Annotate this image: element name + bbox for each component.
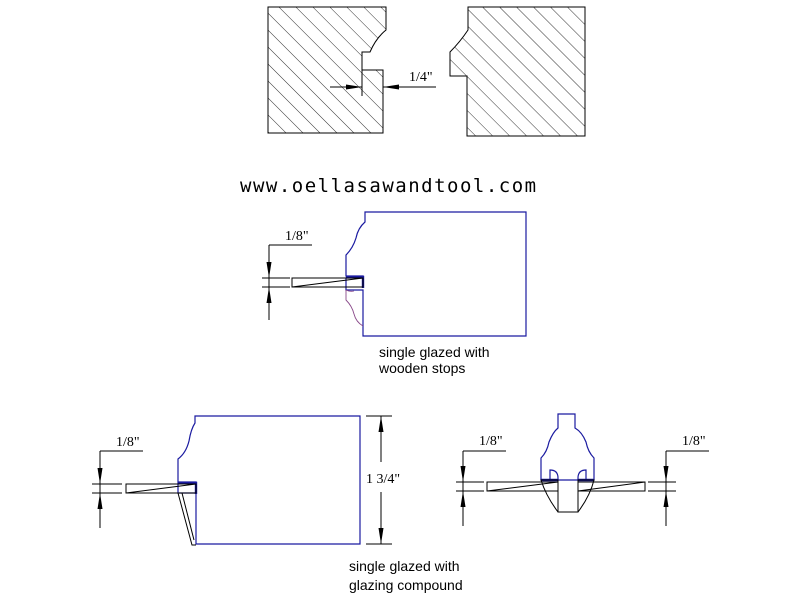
- middle-caption-line1: single glazed with: [379, 344, 490, 360]
- bottom-right-left-label: 1/8": [479, 434, 503, 449]
- quarter-inch-dimension: 1/4": [330, 70, 436, 96]
- bottom-left-glass-pane: [125, 483, 197, 494]
- bottom-right-detail: 1/8" 1/8": [456, 413, 709, 526]
- glazing-compound: [177, 492, 196, 546]
- bottom-left-caption-line1: single glazed with: [349, 558, 460, 574]
- bottom-right-glass-left: [486, 481, 559, 492]
- middle-caption-line2: wooden stops: [378, 360, 465, 376]
- height-label: 1 3/4": [366, 472, 400, 487]
- bottom-right-left-dimension: 1/8": [456, 434, 506, 526]
- muntin-bottom-profile: [540, 479, 595, 513]
- bottom-left-eighth-inch-dimension: 1/8": [92, 435, 143, 528]
- height-dimension: 1 3/4": [366, 415, 400, 545]
- quarter-inch-label: 1/4": [409, 70, 433, 85]
- bottom-right-glass-right: [577, 481, 646, 492]
- bottom-left-sash-outline: [177, 415, 361, 545]
- middle-eighth-inch-label: 1/8": [285, 229, 309, 244]
- top-detail: 1/4": [267, 6, 586, 137]
- bottom-left-caption-line2: glazing compound: [349, 577, 463, 593]
- middle-sash-outline: [345, 211, 527, 337]
- bottom-left-detail: 1/8" 1 3/4" single glazed with glazing c…: [92, 415, 463, 593]
- middle-detail: 1/8" single glazed with wooden stops: [262, 211, 527, 376]
- watermark-text: www.oellasawandtool.com: [240, 175, 538, 197]
- wooden-stop: [345, 289, 364, 327]
- bottom-right-right-label: 1/8": [682, 434, 706, 449]
- left-hatched-section: [267, 6, 387, 134]
- middle-glass-pane: [291, 277, 364, 288]
- bottom-left-eighth-inch-label: 1/8": [116, 435, 140, 450]
- right-hatched-section: [449, 6, 586, 137]
- muntin-top-profile: [540, 413, 595, 481]
- bottom-right-right-dimension: 1/8": [648, 434, 709, 526]
- middle-eighth-inch-dimension: 1/8": [262, 229, 312, 320]
